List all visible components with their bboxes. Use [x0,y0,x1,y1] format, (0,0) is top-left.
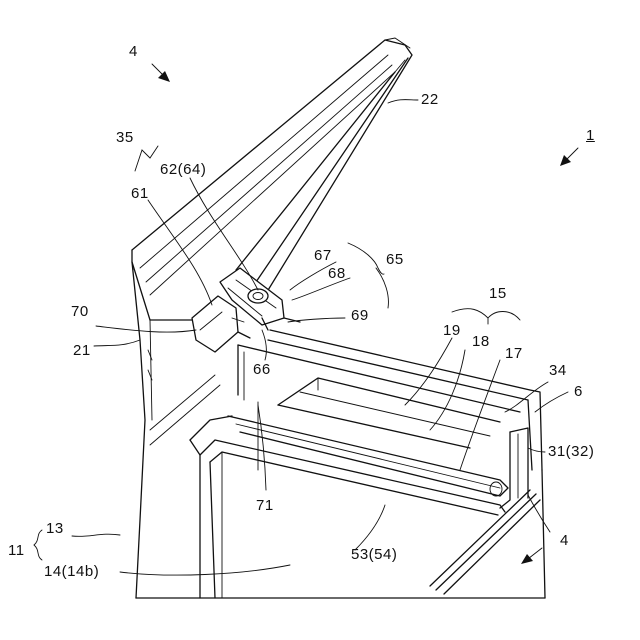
arrow-4-top [152,64,170,82]
cabinet-body [132,262,545,598]
label-4-top: 4 [129,44,138,59]
arrow-4-bottom [521,548,542,564]
label-21: 21 [73,343,91,358]
hinge-assembly [192,268,300,352]
label-71: 71 [256,498,274,513]
label-69: 69 [351,308,369,323]
label-14-14b: 14(14b) [44,564,99,579]
label-67: 67 [314,248,332,263]
label-34: 34 [549,363,567,378]
arrow-1 [560,148,578,166]
label-53-54: 53(54) [351,547,397,562]
label-19: 19 [443,323,461,338]
lid-22 [132,38,412,320]
label-11: 11 [8,543,25,558]
label-6: 6 [574,384,583,399]
label-62-64: 62(64) [160,162,206,177]
label-70: 70 [71,304,89,319]
label-1: 1 [586,128,595,143]
top-frame [238,330,542,470]
label-15: 15 [489,286,507,301]
label-4-bottom: 4 [560,533,569,548]
label-66: 66 [253,362,271,377]
label-65: 65 [386,252,404,267]
label-13: 13 [46,521,64,536]
label-18: 18 [472,334,490,349]
label-17: 17 [505,346,523,361]
label-68: 68 [328,266,346,281]
label-61: 61 [131,186,149,201]
inner-tray [190,378,528,598]
label-22: 22 [421,92,439,107]
label-31-32: 31(32) [548,444,594,459]
label-35: 35 [116,130,134,145]
